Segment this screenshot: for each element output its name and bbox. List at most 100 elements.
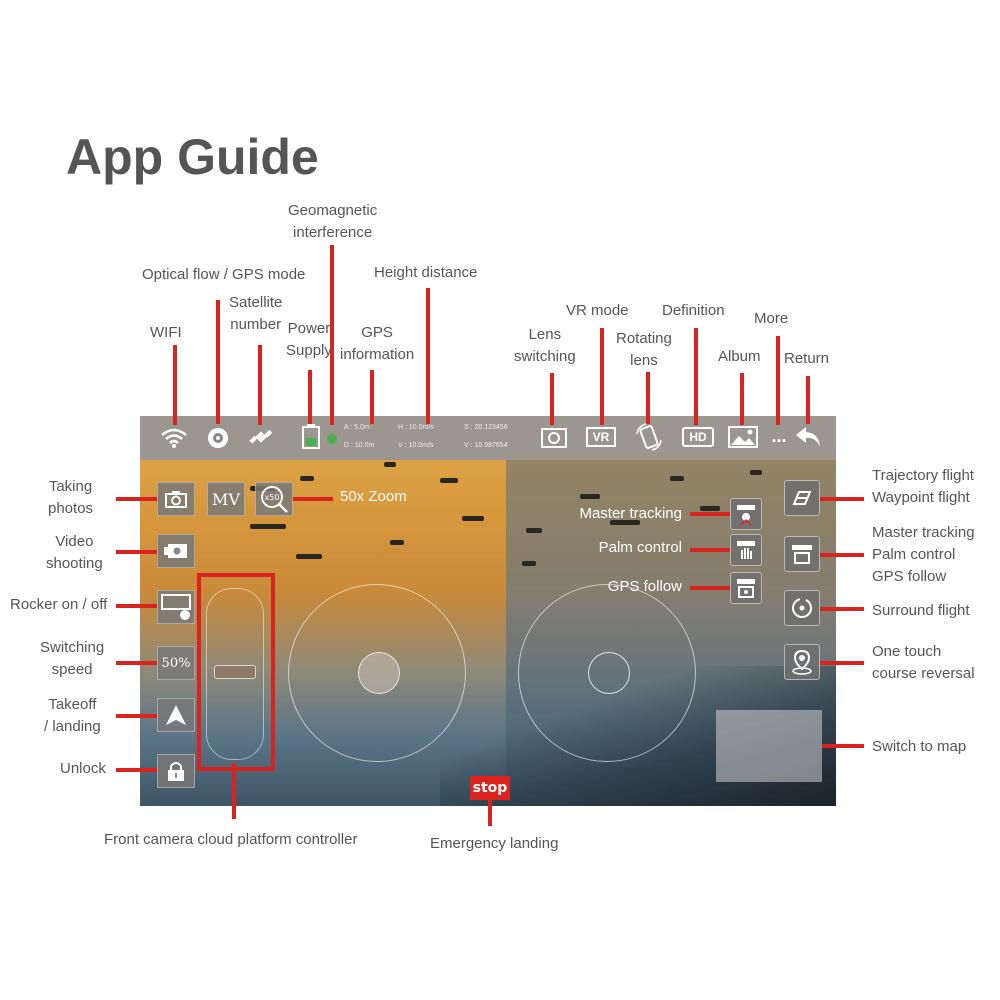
boat [440,478,458,483]
lock-icon [168,762,184,781]
label-height-distance: Height distance [374,264,478,281]
label-surround: Surround flight [872,602,970,619]
label-course-reversal: One touch course reversal [872,643,975,682]
label-trajectory: Trajectory flight Waypoint flight [872,467,974,506]
label-video-shooting: Video shooting [46,533,103,572]
mv-button[interactable]: MV [207,482,245,516]
gimbal-slider-track[interactable] [206,588,264,760]
course-reversal-button[interactable] [784,644,820,680]
leader-gps-info [370,370,374,424]
palm-control-button[interactable] [730,534,762,566]
telemetry-h: H : 10.0m/s [398,424,434,431]
label-takeoff: Takeoff / landing [44,696,101,735]
lens-switch-icon[interactable] [540,425,568,449]
leader-palm [690,548,730,552]
unlock-button[interactable] [157,754,195,788]
boat [390,540,404,545]
rocker-toggle[interactable] [157,590,195,624]
rotate-lens-icon[interactable] [634,422,664,452]
label-taking-photos: Taking photos [48,478,94,517]
label-album: Album [718,348,761,365]
trajectory-icon [792,491,812,505]
label-wifi: WIFI [150,324,182,341]
telemetry-v: V : 10.0m/s [398,442,434,449]
tracking-menu-icon [792,545,812,564]
gps-follow-button[interactable] [730,572,762,604]
leader-lens [550,373,554,425]
leader-zoom [293,497,333,501]
label-return: Return [784,350,830,367]
leader-geomagnetic [330,245,334,425]
boat [700,506,720,511]
boat [462,516,484,521]
leader-map [822,744,864,748]
leader-trajectory [820,497,864,501]
label-zoom: 50x Zoom [340,488,407,505]
speed-button[interactable]: 50% [157,646,195,680]
leader-photo [116,497,157,501]
surround-flight-button[interactable] [784,590,820,626]
vr-button[interactable]: VR [586,427,616,447]
leader-optical-flow [216,300,220,424]
return-icon[interactable] [794,423,824,451]
label-switch-map: Switch to map [872,738,967,755]
label-lens-switching: Lens switching [514,326,576,365]
leader-unlock [116,768,157,772]
reversal-icon [792,649,812,675]
boat [580,494,600,499]
label-more: More [754,310,789,327]
trajectory-flight-button[interactable] [784,480,820,516]
album-icon[interactable] [728,425,758,449]
right-joystick-knob[interactable] [588,652,630,694]
map-thumbnail[interactable] [716,710,822,782]
leader-definition [694,328,698,425]
boat [300,476,314,481]
battery-icon [302,424,337,449]
emergency-stop-button[interactable]: stop [470,776,510,800]
label-emergency: Emergency landing [430,835,559,852]
left-joystick-knob[interactable] [358,652,400,694]
satellite-icon [249,429,273,444]
leader-album [740,373,744,425]
telemetry-v2: V : 10.987654 [464,442,508,449]
page-title: App Guide [66,129,319,185]
telemetry-s: S : 20.123456 [464,424,508,431]
gps-follow-icon [737,579,755,598]
takeoff-button[interactable] [157,698,195,732]
video-button[interactable] [157,534,195,568]
leader-takeoff [116,714,157,718]
leader-satellite [258,345,262,425]
zoom-button[interactable]: x50 [255,482,293,516]
label-power: Power Supply [286,320,332,359]
gimbal-highlight-box [197,573,275,771]
left-joystick[interactable] [288,584,466,762]
tracking-menu-button[interactable] [784,536,820,572]
boat [750,470,762,475]
leader-reversal [820,661,864,665]
leader-video [116,550,157,554]
wifi-icon[interactable] [160,425,188,449]
boat [526,528,542,533]
palm-icon [737,541,755,559]
label-master-palm-gps: Master tracking Palm control GPS follow [872,524,975,585]
label-gps-info: GPS information [340,324,415,363]
gimbal-slider-handle[interactable] [214,665,256,679]
leader-height [426,288,430,424]
boat [384,462,396,467]
take-photo-button[interactable] [157,482,195,516]
takeoff-icon [166,705,186,725]
svg-text:x50: x50 [265,493,280,502]
video-icon [164,544,187,558]
label-unlock: Unlock [60,760,106,777]
leader-master-tracking [690,512,730,516]
telemetry-d: D : 10.0m [344,442,375,449]
boat [250,524,286,529]
hd-button[interactable]: HD [682,427,714,447]
leader-wifi [173,345,177,425]
label-satellite: Satellite number [229,294,283,333]
more-icon[interactable]: ... [771,425,787,446]
label-geomagnetic: Geomagnetic interference [288,202,378,241]
right-joystick[interactable] [518,584,696,762]
master-tracking-button[interactable] [730,498,762,530]
optical-flow-icon[interactable] [206,426,230,450]
